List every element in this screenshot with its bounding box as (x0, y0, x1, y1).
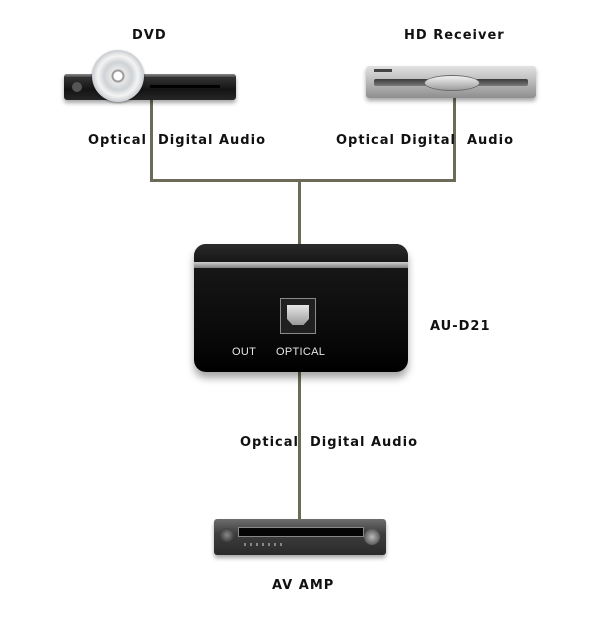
dvd-tray-slot (150, 85, 220, 88)
au-d21-unit: OUT OPTICAL (194, 244, 408, 372)
dvd-link-label: Optical Digital Audio (88, 133, 266, 148)
receiver-control-pad-icon (424, 75, 480, 91)
dvd-power-button-icon (72, 82, 82, 92)
amp-volume-knob-icon (364, 529, 380, 545)
hd-receiver-label: HD Receiver (404, 28, 505, 43)
output-cable (298, 372, 301, 520)
optical-port-label: OPTICAL (276, 346, 326, 358)
receiver-logo (374, 69, 392, 72)
receiver-cable (453, 98, 456, 181)
dvd-cable (150, 100, 153, 181)
optical-port-socket (287, 305, 309, 325)
unit-top-cover (194, 244, 408, 266)
amp-display (238, 527, 364, 537)
disc-icon (92, 50, 144, 102)
amp-left-knob-icon (220, 528, 234, 542)
output-link-label: Optical Digital Audio (240, 435, 418, 450)
merge-cable (150, 179, 456, 182)
av-amp-label: AV AMP (272, 578, 335, 593)
optical-port-icon (280, 298, 316, 334)
receiver-link-label: Optical Digital Audio (336, 133, 514, 148)
unit-silver-stripe (194, 262, 408, 268)
amp-button-row (244, 543, 284, 546)
av-amp-body (214, 519, 386, 555)
out-label: OUT (232, 346, 257, 358)
au-d21-label: AU-D21 (430, 319, 491, 334)
dvd-label: DVD (132, 28, 167, 43)
hd-receiver-body (366, 66, 536, 98)
input-trunk-cable (298, 179, 301, 245)
dvd-player-body (64, 74, 236, 100)
